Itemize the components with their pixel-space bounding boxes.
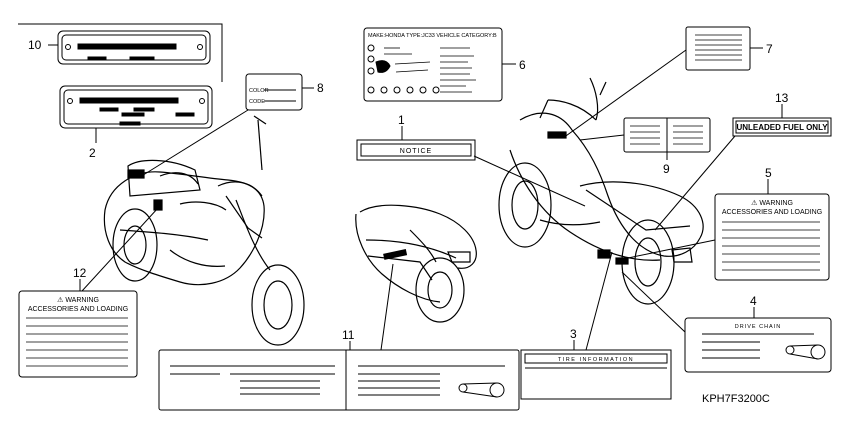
drive-chain-text: DRIVE CHAIN xyxy=(735,324,781,330)
label-8 xyxy=(139,73,314,178)
warning-title-right: ⚠ WARNING xyxy=(751,199,793,207)
callout-8: 8 xyxy=(317,81,324,95)
callout-9: 9 xyxy=(663,162,670,176)
callout-10: 10 xyxy=(28,38,42,52)
warning-subtitle-left: ACCESSORIES AND LOADING xyxy=(28,306,128,313)
scooter-left-illustration xyxy=(103,115,305,346)
callout-13: 13 xyxy=(775,91,789,105)
scooter-right-illustration xyxy=(498,77,704,305)
callout-12: 12 xyxy=(73,266,87,280)
label-1 xyxy=(356,126,586,207)
label-4 xyxy=(621,271,832,373)
callout-2: 2 xyxy=(89,146,96,160)
warning-title-left: ⚠ WARNING xyxy=(57,296,99,304)
callout-7: 7 xyxy=(766,42,773,56)
label-texts: NOTICE COLOR CODE MAKE:HONDA TYPE:JC33 V… xyxy=(28,33,828,405)
label-12 xyxy=(18,207,159,378)
notice-text: NOTICE xyxy=(400,148,432,155)
callout-4: 4 xyxy=(750,294,757,308)
label-10 xyxy=(18,23,223,82)
warning-subtitle-right: ACCESSORIES AND LOADING xyxy=(722,209,822,216)
unleaded-fuel-text: UNLEADED FUEL ONLY xyxy=(736,123,828,132)
label-2 xyxy=(59,85,213,143)
label-6 xyxy=(363,27,516,102)
label-5 xyxy=(627,179,830,281)
part-code-text: KPH7F3200C xyxy=(702,393,770,405)
callout-3: 3 xyxy=(570,327,577,341)
color-code-code-text: CODE xyxy=(249,99,265,105)
label-9 xyxy=(579,117,711,160)
label-3 xyxy=(520,251,672,400)
label-11 xyxy=(158,263,520,411)
label-13 xyxy=(654,104,832,231)
tire-information-text: TIRE INFORMATION xyxy=(558,357,634,363)
vehicle-info-text: MAKE:HONDA TYPE:JC33 VEHICLE CATEGORY:B xyxy=(368,33,497,39)
callout-5: 5 xyxy=(765,166,772,180)
callout-numbers: 10 2 8 6 7 1 9 13 5 4 3 11 12 xyxy=(28,38,789,342)
callout-6: 6 xyxy=(519,58,526,72)
callout-11: 11 xyxy=(342,328,355,342)
callout-1: 1 xyxy=(398,113,405,127)
label-7 xyxy=(562,26,763,139)
color-code-color-text: COLOR xyxy=(249,88,269,94)
scooter-underseat-illustration xyxy=(355,204,477,323)
